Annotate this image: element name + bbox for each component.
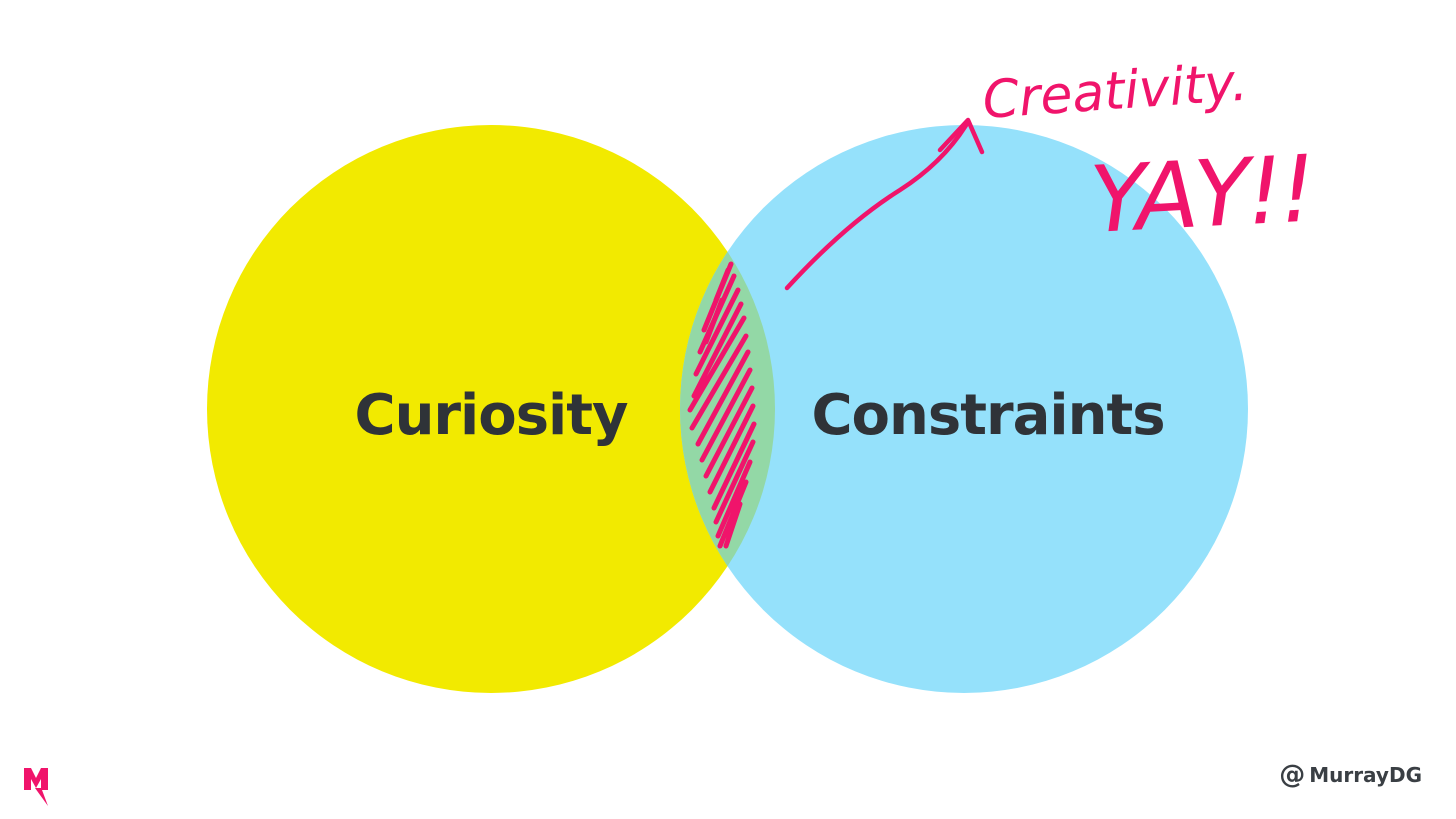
author-handle: @ MurrayDG <box>1279 762 1422 788</box>
yay-annotation: YAY!! <box>1088 136 1315 254</box>
curiosity-circle <box>207 125 775 693</box>
at-symbol: @ <box>1279 760 1306 790</box>
m-lightning-logo-icon <box>24 768 48 806</box>
arrow-to-creativity <box>784 117 985 291</box>
constraints-circle <box>680 125 1248 693</box>
author-handle-name: MurrayDG <box>1309 763 1422 787</box>
curiosity-label: Curiosity <box>354 383 628 448</box>
constraints-label: Constraints <box>811 383 1164 448</box>
overlap-scribble <box>687 261 757 549</box>
creativity-annotation: Creativity. <box>981 53 1250 131</box>
